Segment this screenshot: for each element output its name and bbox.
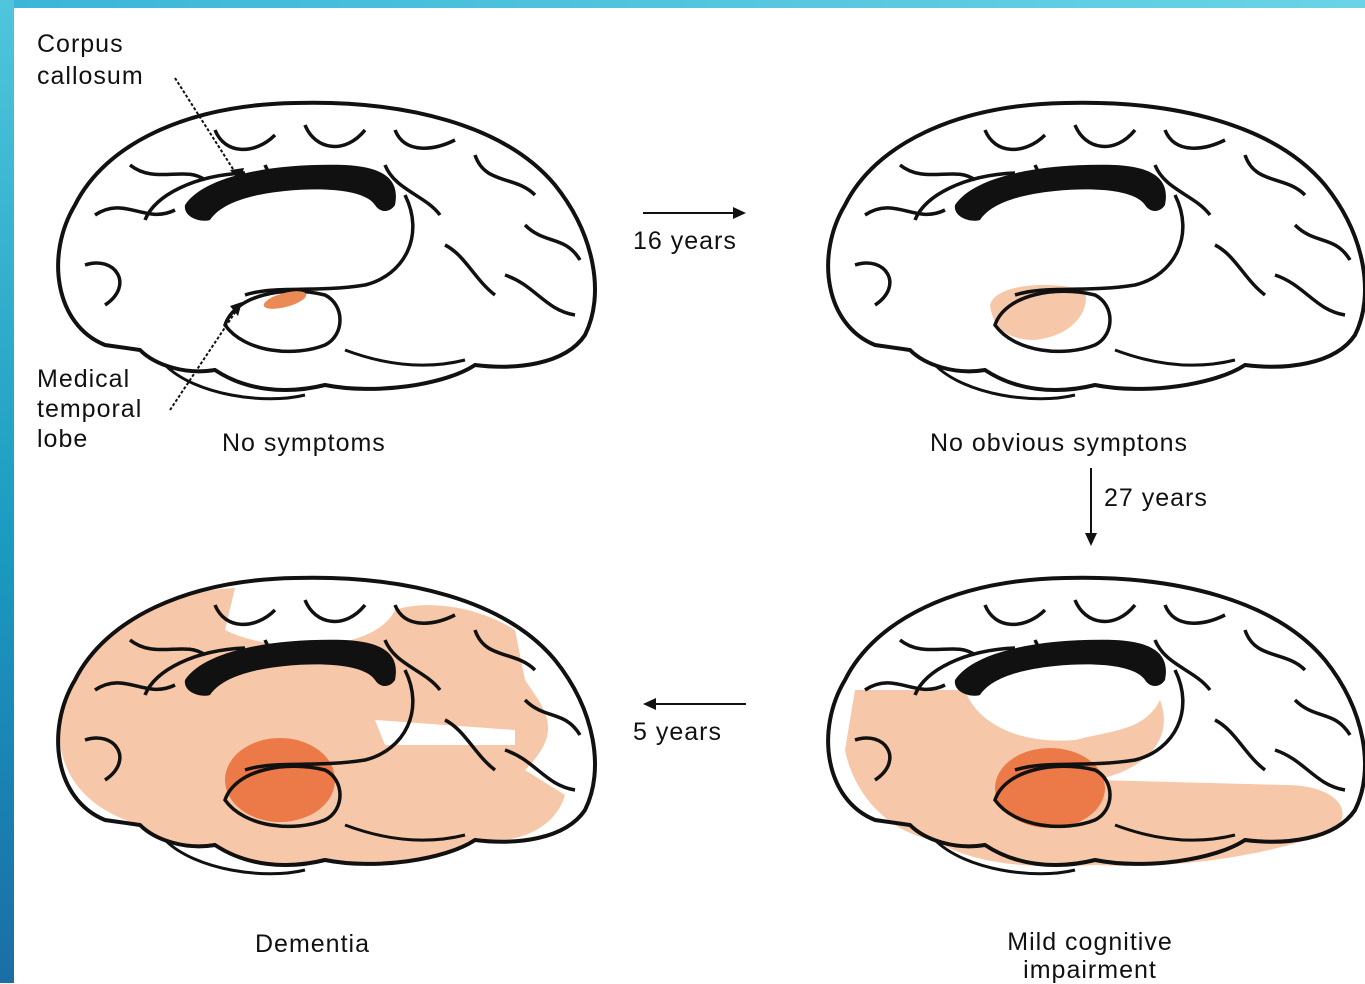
caption-no-symptoms: No symptoms [222, 427, 386, 459]
arrow-16-years [643, 207, 746, 219]
caption-dementia: Dementia [255, 928, 370, 960]
caption-no-obvious-symptons: No obvious symptons [930, 427, 1188, 459]
caption-mild-cognitive-impairment: Mild cognitive impairment [960, 928, 1220, 984]
label-5-years: 5 years [633, 716, 722, 748]
brain-stage-1 [58, 103, 595, 399]
arrow-27-years [1085, 468, 1097, 546]
brain-stage-4 [58, 578, 595, 874]
brain-stage-3 [828, 578, 1365, 874]
label-16-years: 16 years [633, 225, 737, 257]
corpus-callosum-pointer [175, 78, 240, 180]
label-medial-temporal-lobe: Medical temporal lobe [37, 364, 142, 454]
label-27-years: 27 years [1104, 482, 1208, 514]
brain-stage-2 [828, 103, 1365, 399]
arrow-5-years [643, 698, 746, 710]
label-corpus-callosum: Corpus callosum [37, 28, 144, 92]
